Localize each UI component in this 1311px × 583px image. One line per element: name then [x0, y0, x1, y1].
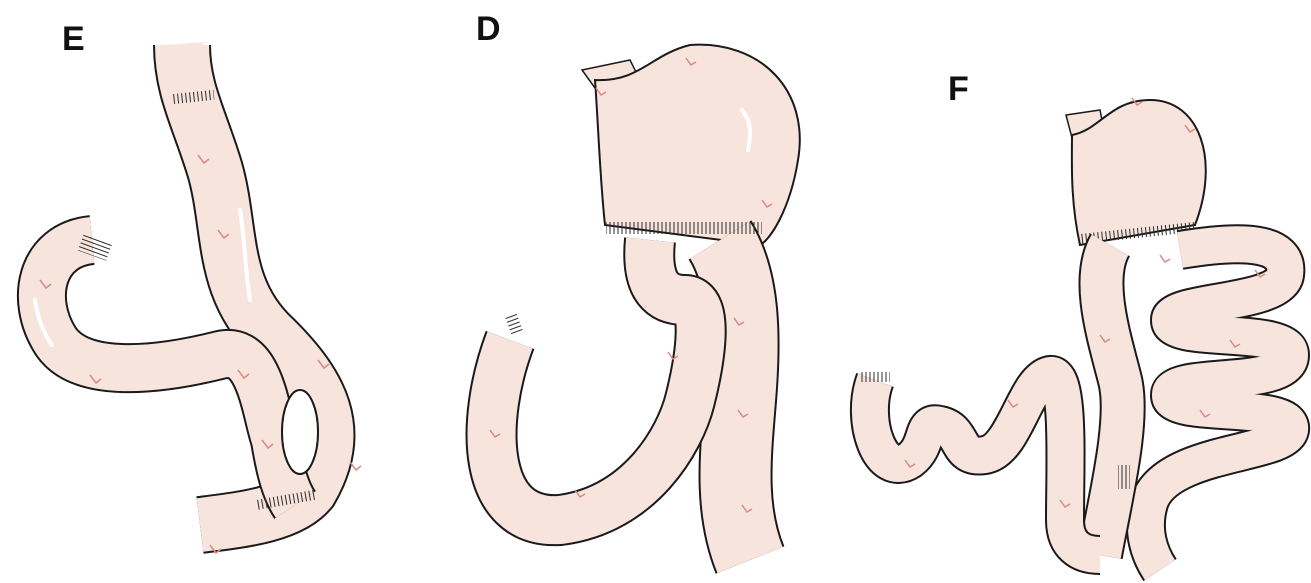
panel-label-f: F: [948, 72, 969, 106]
panel-e-loop-hole: [282, 390, 318, 474]
panel-label-e: E: [62, 22, 85, 56]
panel-f-anastomosis: [1118, 465, 1130, 489]
panel-f-coiled-limb-fill: [1146, 244, 1290, 570]
panel-f-roux-limb-fill: [1100, 245, 1123, 555]
panel-e-diagram: [35, 42, 361, 553]
panel-label-d: D: [476, 12, 501, 46]
panel-f-wavy-limb-fill: [870, 375, 1100, 555]
panel-d-staple-line: [606, 222, 762, 234]
panel-f-diagram: [860, 98, 1290, 570]
panel-d-staple-line-end: [505, 312, 524, 337]
panel-d-roux-limb-fill: [720, 240, 750, 560]
panel-f-staple-line-end: [860, 372, 890, 382]
panel-d-diagram: [490, 45, 800, 560]
